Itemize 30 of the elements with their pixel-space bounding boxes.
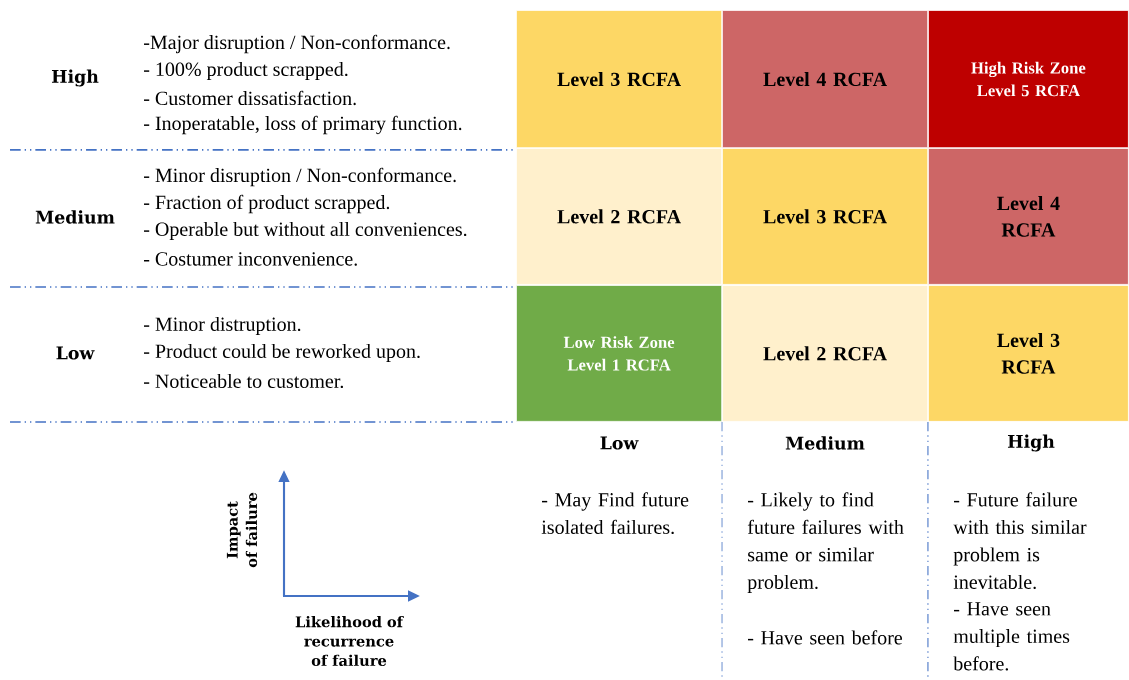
impact-description: -Major disruption / Non-conformance. [144,34,450,54]
likelihood-description: - Have seen before [748,630,903,645]
impact-description: - Customer dissatisfaction. [144,90,356,106]
axis-label: Impact of failure [226,492,258,568]
risk-cell: Level 2 RCFA [516,148,723,285]
impact-description: - Operable but without all conveniences. [144,221,467,241]
impact-description: - Noticeable to customer. [144,373,344,389]
impact-description: - Minor distruption. [144,316,301,336]
impact-description: - Costumer inconvenience. [144,252,357,266]
risk-cell: Level 3 RCFA [722,148,929,285]
impact-description: - 100% product scrapped. [144,61,348,81]
risk-cell: Level 4 RCFA [928,148,1129,285]
risk-cell: High Risk Zone Level 5 RCFA [928,10,1129,149]
impact-description: - Fraction of product scrapped. [144,194,390,214]
likelihood-description: - May Find future isolated failures. [541,492,689,535]
likelihood-description: - Future failure with this similar problem is inevitable. [953,492,1087,590]
risk-cell: Level 3 RCFA [516,10,723,149]
axis-label: Likelihood of recurrence of failure [295,616,404,666]
impact-description: - Product could be reworked upon. [144,343,420,363]
row-heading: Low [56,346,95,360]
impact-description: - Inoperatable, loss of primary function. [144,115,462,135]
likelihood-description: - Likely to find future failures with same or similar problem. [747,492,904,593]
row-heading: High [52,69,99,87]
risk-cell: Level 4 RCFA [722,10,929,149]
risk-cell: Level 3 RCFA [928,285,1129,422]
likelihood-description: - Have seen multiple times before. [953,602,1070,671]
row-heading: Medium [35,210,115,224]
risk-cell: Low Risk Zone Level 1 RCFA [516,285,723,422]
impact-description: - Minor disruption / Non-conformance. [144,167,456,187]
risk-cell: Level 2 RCFA [722,285,929,422]
